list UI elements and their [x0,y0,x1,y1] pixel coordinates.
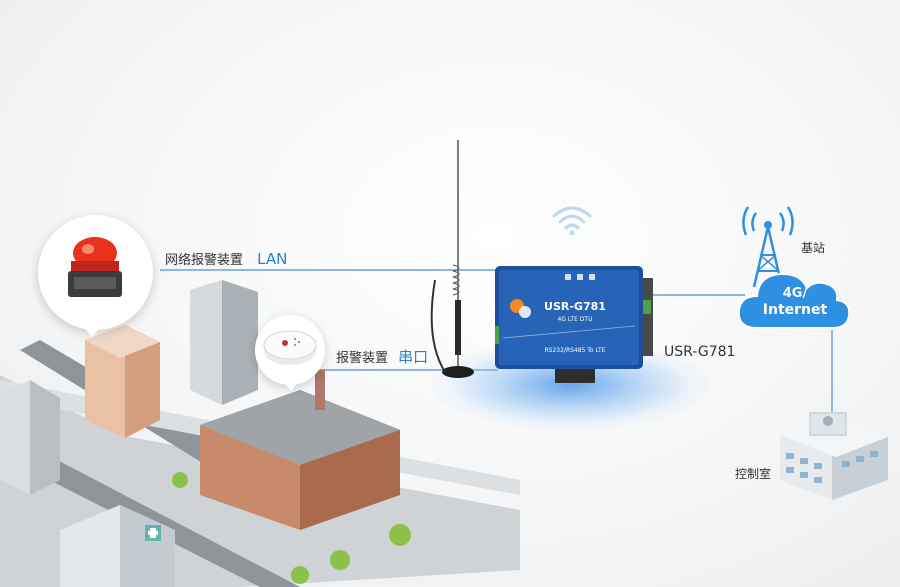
lan-device-label: 网络报警装置 LAN [165,250,288,268]
device-subtitle-text: 4G LTE DTU [558,316,593,323]
cloud-label-line2: Internet [763,302,828,318]
building-tall [190,280,258,405]
control-room-building [780,412,888,500]
city-illustration [0,280,520,587]
building-pink [85,325,160,438]
device-model-label: USR-G781 [664,344,736,360]
alarm-light-bubble [38,215,153,330]
wifi-icon [552,206,592,236]
smoke-detector-bubble [255,315,325,385]
smoke-detector-icon [263,330,317,365]
control-room-label: 控制室 [735,467,772,481]
factory-building [200,370,400,530]
alarm-light-icon [68,237,122,297]
serial-label: 串口 [398,348,429,366]
serial-device-label: 报警装置 串口 [336,348,429,366]
cloud-icon: 4G/ Internet [737,272,851,329]
hospital-building [60,505,175,587]
device-model-text: USR-G781 [544,300,606,313]
base-station-label: 基站 [801,241,826,255]
dtu-device: USR-G781 4G LTE DTU RS232/RS485 To LTE [489,266,655,383]
antenna-icon [430,140,474,378]
cloud-label-line1: 4G/ [783,286,808,301]
device-interface-text: RS232/RS485 To LTE [545,347,606,354]
building-left-1 [0,380,60,495]
lan-label: LAN [257,250,288,268]
